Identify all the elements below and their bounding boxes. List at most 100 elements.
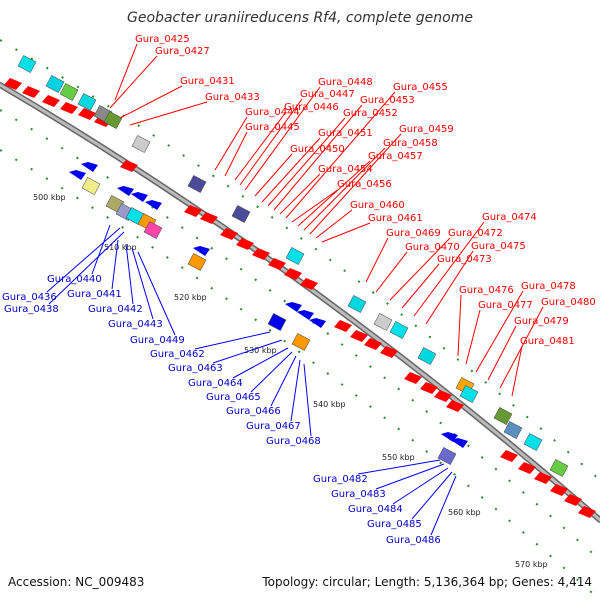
leader-line bbox=[392, 467, 449, 505]
reverse-gene-label: Gura_0482 bbox=[313, 474, 368, 485]
forward-gene-label: Gura_0458 bbox=[383, 138, 438, 149]
leader-line bbox=[114, 43, 138, 101]
forward-gene-arrow bbox=[268, 258, 286, 270]
leader-line bbox=[465, 309, 481, 365]
guide-dots bbox=[0, 39, 600, 600]
reverse-gene-arrow bbox=[145, 200, 162, 210]
reverse-gene-label: Gura_0443 bbox=[108, 319, 163, 330]
reverse-gene-label: Gura_0483 bbox=[331, 489, 386, 500]
forward-gene-arrows bbox=[4, 78, 596, 518]
forward-gene-label: Gura_0451 bbox=[318, 128, 373, 139]
reverse-leader-lines bbox=[46, 224, 457, 536]
gene-feature-box bbox=[77, 93, 97, 111]
forward-gene-arrow bbox=[284, 268, 302, 280]
forward-gene-arrow bbox=[78, 108, 96, 120]
forward-gene-label: Gura_0481 bbox=[520, 336, 575, 347]
leader-line bbox=[239, 98, 303, 186]
leader-line bbox=[375, 463, 445, 490]
reverse-gene-label: Gura_0440 bbox=[47, 274, 102, 285]
forward-gene-arrow bbox=[60, 102, 78, 114]
reverse-gene-arrow bbox=[285, 302, 302, 312]
reverse-gene-label: Gura_0486 bbox=[386, 535, 441, 546]
feature-boxes bbox=[17, 55, 569, 477]
forward-gene-label: Gura_0476 bbox=[459, 285, 514, 296]
leader-line bbox=[321, 222, 371, 243]
leader-line bbox=[309, 133, 402, 235]
forward-gene-arrow bbox=[578, 506, 596, 518]
leader-line bbox=[125, 243, 134, 305]
leader-line bbox=[375, 251, 408, 293]
gene-feature-box bbox=[291, 333, 311, 351]
accession-text: Accession: NC_009483 bbox=[8, 575, 144, 589]
leader-line bbox=[119, 85, 183, 119]
leader-line bbox=[270, 355, 297, 407]
gene-feature-box bbox=[59, 83, 79, 101]
forward-gene-label: Gura_0448 bbox=[318, 77, 373, 88]
kbp-label: 550 kbp bbox=[382, 453, 415, 462]
leader-line bbox=[511, 345, 523, 397]
forward-gene-label: Gura_0431 bbox=[180, 76, 235, 87]
leader-line bbox=[401, 263, 440, 309]
leader-line bbox=[285, 91, 396, 219]
reverse-gene-arrow bbox=[81, 162, 98, 172]
gene-feature-box bbox=[17, 55, 37, 73]
gene-feature-box bbox=[347, 295, 367, 313]
forward-gene-label: Gura_0460 bbox=[350, 200, 405, 211]
forward-gene-label: Gura_0453 bbox=[360, 95, 415, 106]
forward-gene-label: Gura_0425 bbox=[135, 34, 190, 45]
leader-line bbox=[389, 237, 451, 301]
leader-line bbox=[303, 363, 312, 437]
reverse-gene-arrow bbox=[131, 192, 148, 202]
gene-feature-box bbox=[131, 135, 151, 153]
gene-feature-box bbox=[285, 247, 305, 265]
reverse-gene-arrow bbox=[297, 310, 314, 320]
reverse-gene-label: Gura_0485 bbox=[367, 519, 422, 530]
forward-gene-arrow bbox=[500, 450, 518, 462]
gene-feature-box bbox=[493, 407, 513, 425]
kbp-label: 570 kbp bbox=[515, 560, 548, 569]
forward-gene-label: Gura_0450 bbox=[290, 144, 345, 155]
forward-gene-label: Gura_0447 bbox=[300, 89, 355, 100]
kbp-label: 520 kbp bbox=[174, 293, 207, 302]
forward-gene-arrow bbox=[220, 228, 238, 240]
leader-line bbox=[291, 188, 340, 223]
gene-feature-box bbox=[187, 253, 207, 271]
leader-line bbox=[425, 250, 474, 325]
leader-line bbox=[273, 104, 363, 211]
forward-gene-label: Gura_0469 bbox=[386, 228, 441, 239]
forward-gene-labels: Gura_0425Gura_0427Gura_0431Gura_0433Gura… bbox=[135, 34, 596, 347]
forward-gene-label: Gura_0478 bbox=[521, 281, 576, 292]
leader-line bbox=[212, 339, 283, 364]
reverse-gene-label: Gura_0462 bbox=[150, 349, 205, 360]
forward-gene-arrow bbox=[300, 278, 318, 290]
leader-line bbox=[129, 101, 208, 126]
forward-gene-arrow bbox=[518, 462, 536, 474]
kbp-label: 560 kbp bbox=[448, 508, 481, 517]
leader-line bbox=[232, 347, 289, 379]
forward-gene-label: Gura_0452 bbox=[343, 108, 398, 119]
forward-gene-arrow bbox=[550, 484, 568, 496]
reverse-gene-arrow bbox=[309, 318, 326, 328]
leader-line bbox=[224, 131, 248, 177]
leader-line bbox=[137, 251, 176, 336]
gene-feature-box bbox=[417, 347, 437, 365]
gene-feature-box bbox=[45, 75, 65, 93]
forward-gene-label: Gura_0475 bbox=[471, 241, 526, 252]
leader-line bbox=[411, 471, 453, 520]
kbp-label: 530 kbp bbox=[244, 346, 277, 355]
forward-gene-arrow bbox=[446, 400, 464, 412]
reverse-gene-arrow bbox=[451, 438, 468, 448]
forward-gene-arrow bbox=[4, 78, 22, 90]
reverse-gene-arrow bbox=[117, 186, 134, 196]
reverse-gene-label: Gura_0438 bbox=[4, 304, 59, 315]
forward-gene-label: Gura_0459 bbox=[399, 124, 454, 135]
leader-line bbox=[109, 55, 158, 109]
map-title: Geobacter uraniireducens Rf4, complete g… bbox=[127, 10, 473, 26]
reverse-gene-arrow bbox=[193, 246, 210, 256]
forward-gene-label: Gura_0474 bbox=[482, 212, 537, 223]
leader-line bbox=[487, 325, 517, 381]
gene-feature-box bbox=[187, 175, 207, 193]
forward-gene-arrow bbox=[420, 382, 438, 394]
reverse-gene-label: Gura_0436 bbox=[2, 292, 57, 303]
gene-feature-box bbox=[81, 177, 101, 195]
